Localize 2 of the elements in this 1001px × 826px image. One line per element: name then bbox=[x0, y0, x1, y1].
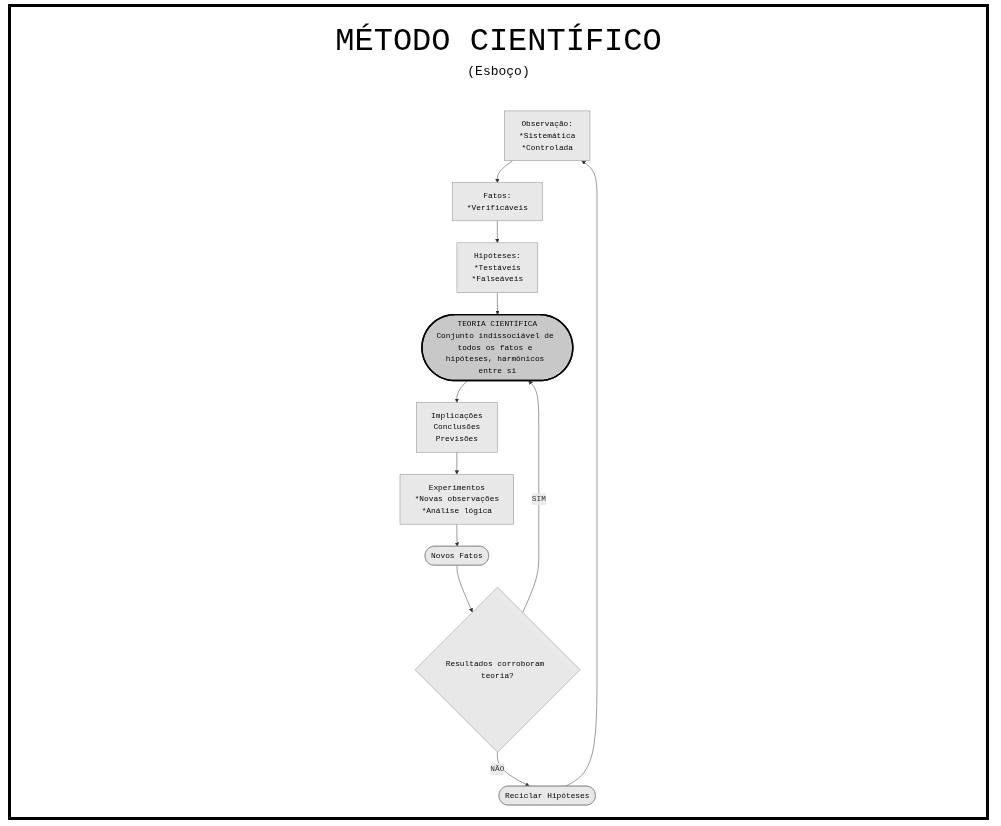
title: MÉTODO CIENTÍFICO bbox=[334, 23, 663, 60]
subtitle: (Esboço) bbox=[467, 64, 530, 79]
